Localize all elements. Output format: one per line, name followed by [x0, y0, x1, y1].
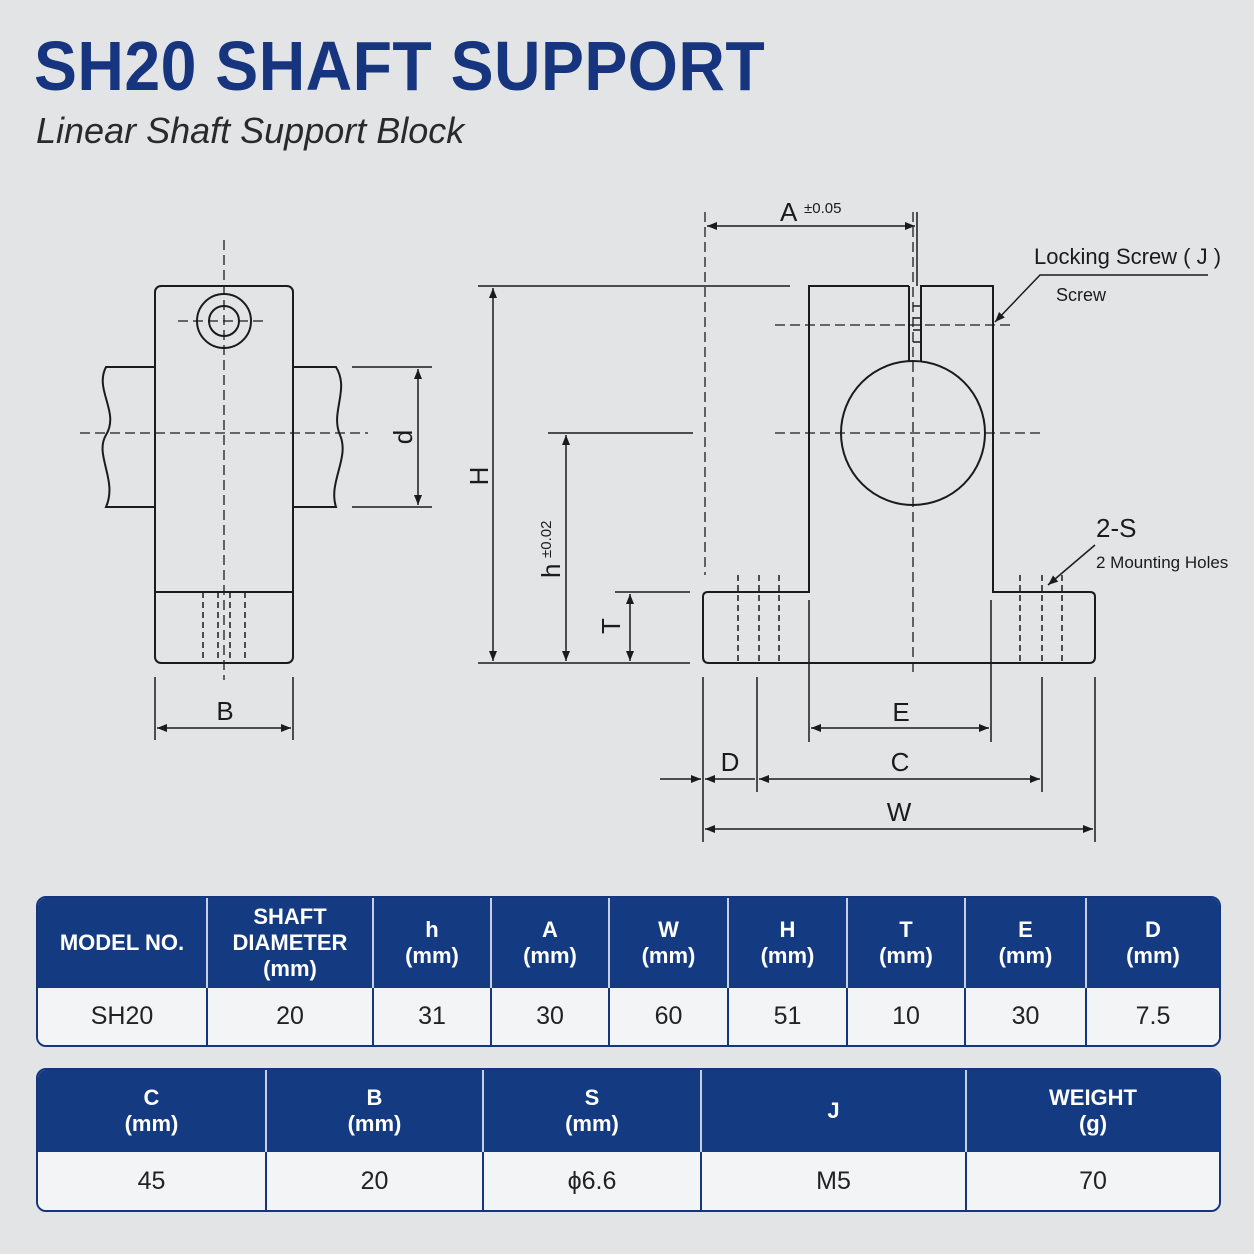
label-W: W: [887, 797, 912, 827]
label-T: T: [596, 618, 626, 634]
cell-J: M5: [701, 1152, 967, 1210]
page-subtitle: Linear Shaft Support Block: [36, 110, 465, 151]
header-weight: WEIGHT(g): [966, 1070, 1219, 1152]
header-E: E(mm): [965, 898, 1087, 988]
label-screw: Screw: [1056, 285, 1107, 305]
label-D: D: [721, 747, 740, 777]
label-d: d: [388, 430, 418, 444]
cell-B: 20: [266, 1152, 484, 1210]
cell-h: 31: [373, 988, 492, 1045]
header-C: C(mm): [38, 1070, 267, 1152]
cell-S: ϕ6.6: [483, 1152, 702, 1210]
shaft-left-end: [101, 366, 155, 508]
label-A-tol: ±0.05: [804, 200, 841, 217]
front-center-lines: [704, 212, 1040, 675]
mounting-hole-leader: [1047, 544, 1096, 586]
label-h-tol: ±0.02: [538, 521, 555, 558]
hidden-hole-lines: [202, 592, 246, 663]
cell-weight: 70: [966, 1152, 1219, 1210]
label-h: h: [536, 564, 566, 578]
cell-shaft-diameter: 20: [207, 988, 374, 1045]
cell-D: 7.5: [1086, 988, 1219, 1045]
cell-A: 30: [491, 988, 610, 1045]
page-title: SH20 SHAFT SUPPORT: [34, 27, 766, 105]
label-C: C: [891, 747, 910, 777]
table-header-row: C(mm) B(mm) S(mm) J WEIGHT(g): [38, 1070, 1219, 1152]
locking-screw-hidden: [913, 305, 922, 343]
technical-drawing: d B: [80, 197, 1228, 842]
header-S: S(mm): [483, 1070, 702, 1152]
cell-model-no: SH20: [38, 988, 208, 1045]
header-A: A(mm): [491, 898, 610, 988]
spec-table-2: C(mm) B(mm) S(mm) J WEIGHT(g) 45 20 ϕ6.6…: [36, 1068, 1221, 1212]
label-locking-screw: Locking Screw ( J ): [1034, 244, 1221, 269]
header-H: H(mm): [728, 898, 848, 988]
label-B: B: [216, 696, 233, 726]
cell-H: 51: [728, 988, 848, 1045]
mounting-holes-hidden: [737, 575, 1063, 663]
side-center-lines: [80, 240, 368, 680]
header-J: J: [701, 1070, 967, 1152]
shaft-right-end: [293, 366, 344, 508]
front-view: [478, 212, 1208, 842]
header-D: D(mm): [1086, 898, 1219, 988]
table-row: 45 20 ϕ6.6 M5 70: [38, 1152, 1219, 1210]
cell-W: 60: [609, 988, 729, 1045]
table-row: SH20 20 31 30 60 51 10 30 7.5: [38, 988, 1219, 1045]
header-W: W(mm): [609, 898, 729, 988]
header-T: T(mm): [847, 898, 966, 988]
header-B: B(mm): [266, 1070, 484, 1152]
locking-screw-leader: [994, 274, 1208, 323]
side-view: [80, 240, 432, 740]
header-h: h(mm): [373, 898, 492, 988]
cell-T: 10: [847, 988, 966, 1045]
label-mounting-holes: 2 Mounting Holes: [1096, 553, 1228, 572]
label-E: E: [892, 697, 909, 727]
label-H: H: [464, 467, 494, 486]
header-model-no: MODEL NO.: [38, 898, 208, 988]
label-A: A: [780, 197, 798, 227]
cell-C: 45: [38, 1152, 267, 1210]
cell-E: 30: [965, 988, 1087, 1045]
label-2-S: 2-S: [1096, 513, 1136, 543]
